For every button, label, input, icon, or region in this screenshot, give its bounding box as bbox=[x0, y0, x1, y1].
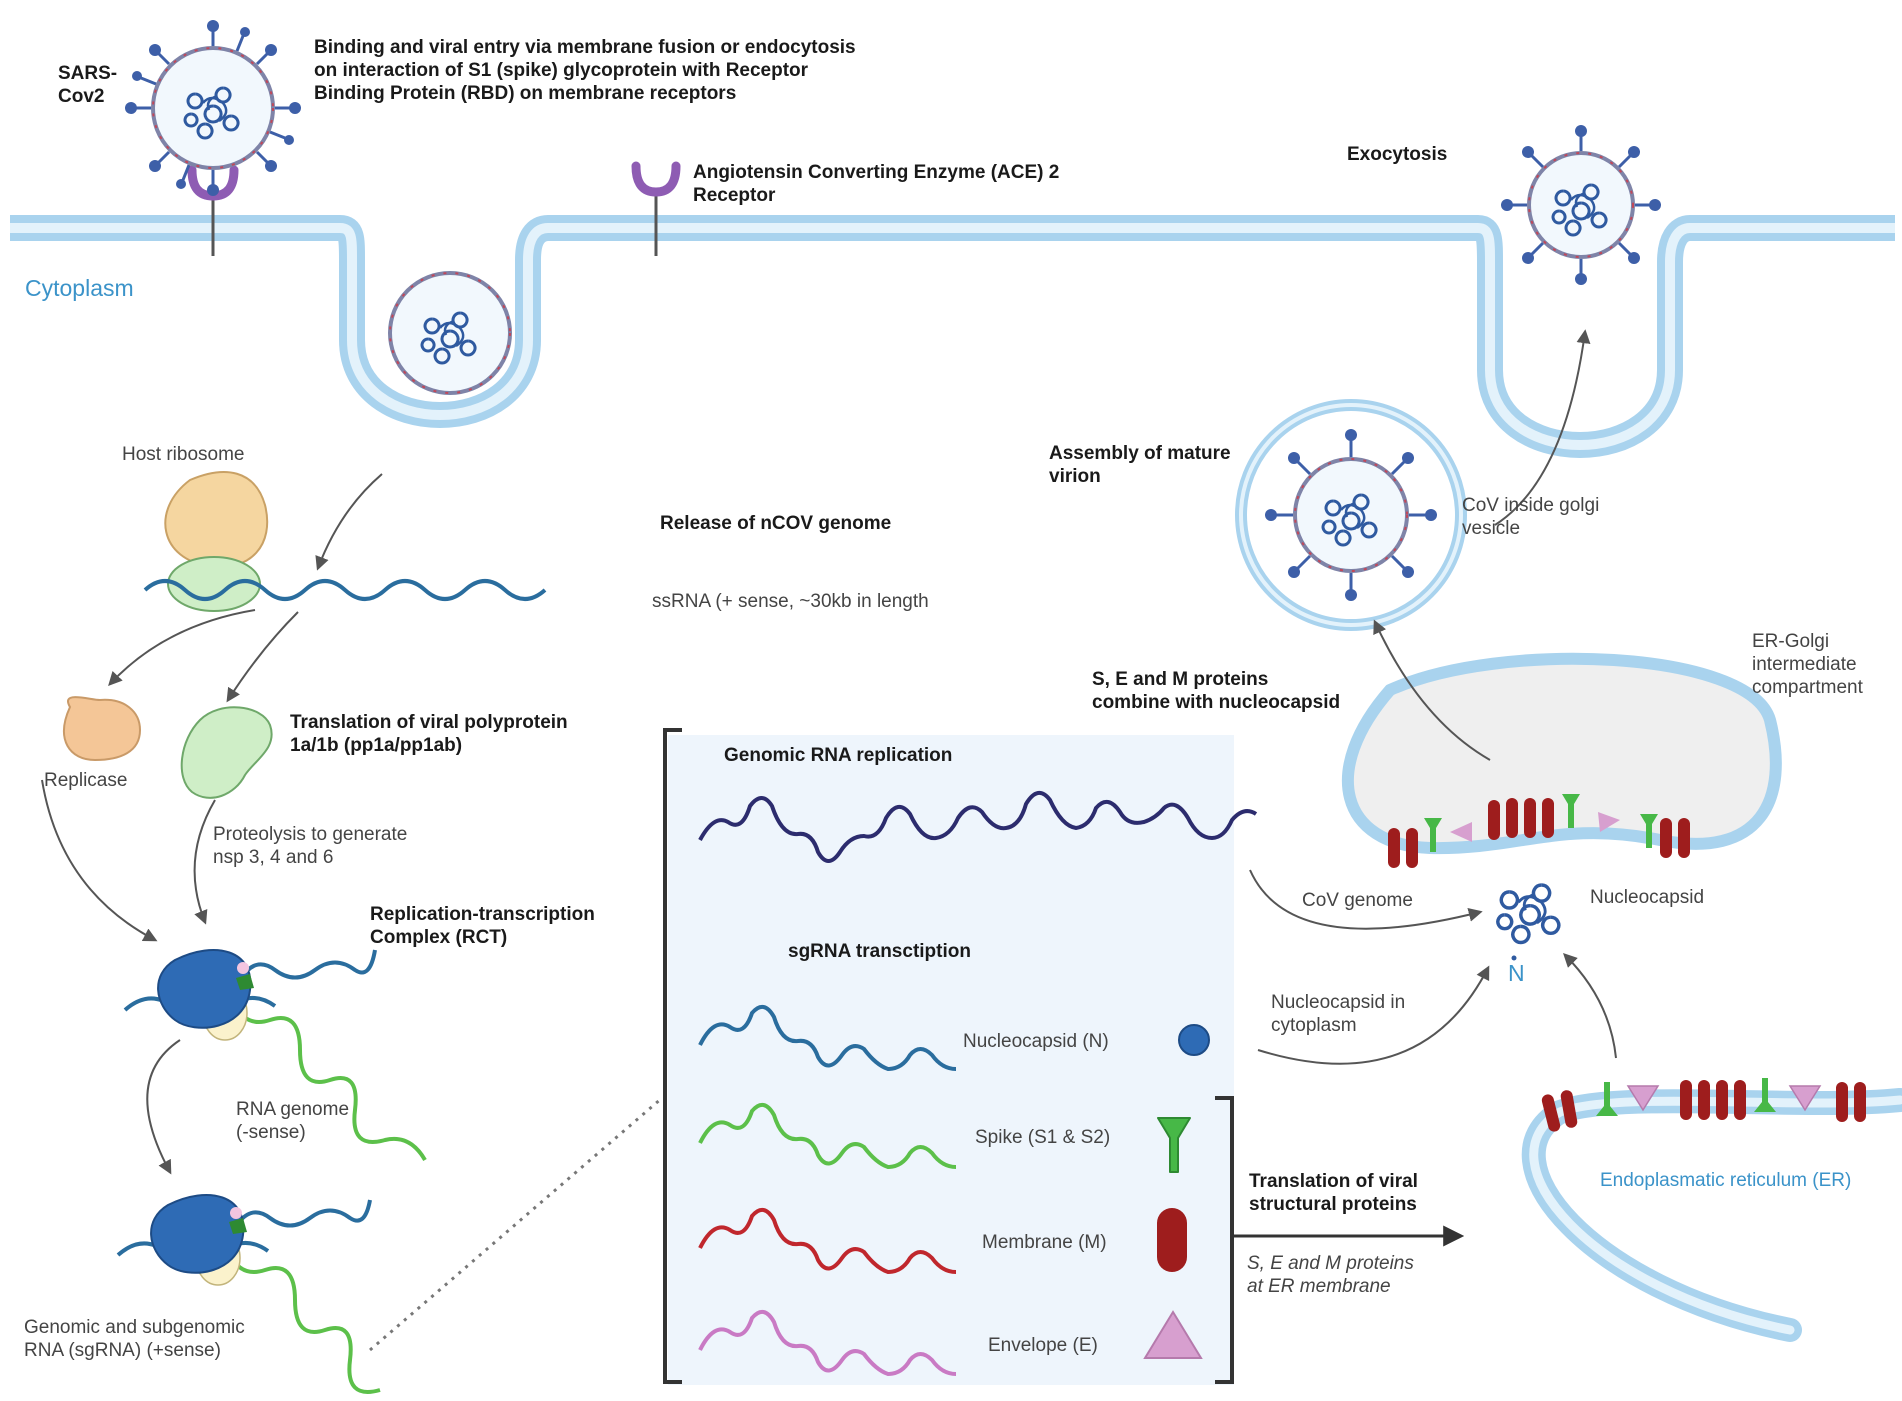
cov-genome-label: CoV genome bbox=[1302, 890, 1413, 911]
assembly-label: Assembly of mature virion bbox=[1049, 443, 1231, 487]
sgrna-e-strand bbox=[698, 1310, 957, 1377]
rct-complex-lower bbox=[116, 1194, 381, 1394]
golgi-vesicle-label: CoV inside golgi vesicle bbox=[1462, 495, 1600, 539]
replicase-shape bbox=[63, 696, 142, 762]
ssrna-label: ssRNA (+ sense, ~30kb in length bbox=[652, 591, 929, 612]
membrane-pill-icon bbox=[1157, 1208, 1187, 1272]
golgi-vesicle bbox=[1235, 399, 1467, 631]
exocytosis-label: Exocytosis bbox=[1347, 144, 1448, 165]
genomic-rna-strand bbox=[698, 791, 1258, 863]
zoom-dotted-line bbox=[369, 1096, 663, 1352]
rct-label: Replication-transcription Complex (RCT) bbox=[370, 904, 595, 948]
er-golgi-label: ER-Golgi intermediate compartment bbox=[1752, 631, 1863, 698]
replicase-arrow bbox=[108, 609, 256, 687]
cov-genome-arrow bbox=[1249, 869, 1483, 930]
cytoplasm-label: Cytoplasm bbox=[25, 275, 134, 301]
protein-label-s: Spike (S1 & S2) bbox=[975, 1127, 1111, 1148]
triangle-icon bbox=[1143, 1310, 1203, 1359]
er-label: Endoplasmatic reticulum (ER) bbox=[1600, 1170, 1852, 1191]
exocytosis-arrow bbox=[1494, 329, 1591, 526]
host-ribosome-label: Host ribosome bbox=[122, 444, 245, 465]
protein-label-n: Nucleocapsid (N) bbox=[963, 1031, 1109, 1052]
circle-icon bbox=[1178, 1024, 1210, 1056]
rct-complex-upper bbox=[123, 949, 427, 1162]
sem-combine-label: S, E and M proteins combine with nucleoc… bbox=[1092, 669, 1341, 713]
rct-to-sgrna-arrow bbox=[146, 1039, 181, 1175]
sgrna-n-strand bbox=[698, 1005, 957, 1072]
exocytosis-virion bbox=[1501, 125, 1661, 285]
sgrna-s-strand bbox=[698, 1103, 957, 1170]
n-dot bbox=[1511, 955, 1517, 961]
rna-genome-label: RNA genome (-sense) bbox=[236, 1099, 350, 1143]
proteolysis-arrow bbox=[193, 799, 216, 925]
sem-er-label: S, E and M proteins at ER membrane bbox=[1247, 1253, 1414, 1297]
host-ribosome bbox=[164, 471, 269, 612]
ssrna-strand bbox=[143, 579, 547, 601]
n-label: N bbox=[1508, 960, 1525, 986]
proteolysis-label: Proteolysis to generate nsp 3, 4 and 6 bbox=[213, 824, 408, 868]
ace2-label: Angiotensin Converting Enzyme (ACE) 2 Re… bbox=[693, 162, 1060, 206]
release-label: Release of nCOV genome bbox=[660, 513, 892, 534]
polyprotein-arrow bbox=[226, 611, 299, 703]
sgrna-rows bbox=[698, 1005, 957, 1377]
polyprotein-shape bbox=[180, 706, 273, 799]
translation-structural-label: Translation of viral structural proteins bbox=[1249, 1171, 1418, 1215]
plasma-membrane bbox=[10, 215, 1895, 458]
replicase-to-rct-arrow bbox=[41, 779, 158, 942]
binding-label: Binding and viral entry via membrane fus… bbox=[314, 37, 856, 104]
nucleocapsid-cytoplasm-label: Nucleocapsid in cytoplasm bbox=[1271, 992, 1406, 1036]
assembly-arrow bbox=[1373, 619, 1491, 761]
protein-label-m: Membrane (M) bbox=[982, 1232, 1107, 1253]
sgrna-m-strand bbox=[698, 1208, 957, 1275]
endoplasmic-reticulum bbox=[1521, 1078, 1902, 1342]
panel-left-bracket bbox=[663, 728, 682, 1384]
translation-polyprotein-label: Translation of viral polyprotein 1a/1b (… bbox=[290, 712, 568, 756]
release-arrow bbox=[315, 473, 383, 571]
er-to-nucleocapsid-arrow bbox=[1563, 953, 1617, 1059]
panel-right-bracket bbox=[1215, 1096, 1234, 1384]
genomic-subgenomic-label: Genomic and subgenomic RNA (sgRNA) (+sen… bbox=[24, 1317, 245, 1361]
nucleocapsid-cluster bbox=[1496, 883, 1561, 945]
ace2-receptor bbox=[631, 161, 681, 256]
protein-label-e: Envelope (E) bbox=[988, 1335, 1098, 1356]
replication-panel bbox=[668, 735, 1234, 1385]
nucleocapsid-cytoplasm-arrow bbox=[1257, 965, 1490, 1065]
replicase-label: Replicase bbox=[44, 770, 128, 791]
spike-icon bbox=[1157, 1117, 1191, 1173]
sars-cov2-label: SARS- Cov2 bbox=[58, 63, 118, 107]
ergic-compartment bbox=[1341, 652, 1782, 868]
sars-cov2-virion-top bbox=[125, 20, 301, 196]
sgrna-transcription-label: sgRNA transctiption bbox=[788, 941, 971, 962]
nucleocapsid-label: Nucleocapsid bbox=[1590, 887, 1705, 908]
genomic-replication-label: Genomic RNA replication bbox=[724, 745, 953, 766]
endocytosed-virion bbox=[388, 271, 512, 395]
